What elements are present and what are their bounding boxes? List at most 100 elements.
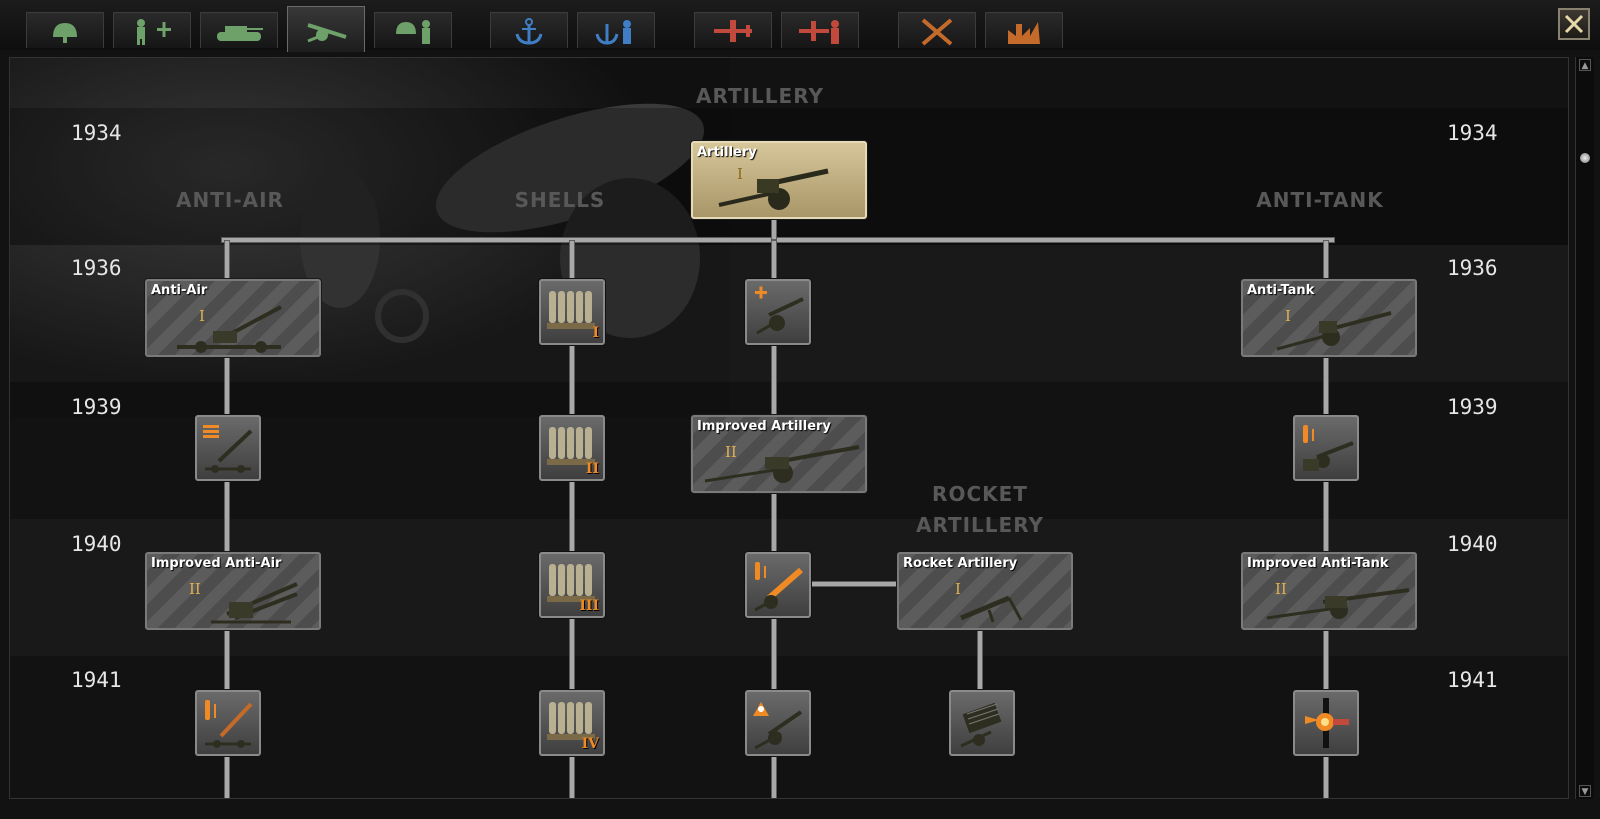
year-label: 1934 bbox=[1447, 121, 1498, 145]
year-label: 1940 bbox=[71, 532, 122, 556]
tech-tier: IV bbox=[581, 736, 599, 752]
armor-penetration-icon bbox=[1305, 698, 1349, 748]
cannon-icon bbox=[307, 22, 347, 42]
tech-tier: I bbox=[199, 307, 205, 325]
tech-artillery-crew-upgrade[interactable] bbox=[745, 690, 811, 756]
category-anti-air: ANTI-AIR bbox=[176, 188, 284, 212]
tab-armor[interactable] bbox=[200, 12, 278, 48]
tech-artillery[interactable]: Artillery I bbox=[691, 141, 867, 219]
tab-naval[interactable] bbox=[490, 12, 568, 48]
tab-industry[interactable] bbox=[985, 12, 1063, 48]
tech-tier: I bbox=[592, 325, 599, 341]
tools-icon bbox=[921, 17, 953, 46]
vertical-scrollbar[interactable]: ▲ ▼ bbox=[1575, 57, 1594, 799]
tab-naval-doctrine[interactable] bbox=[577, 12, 655, 48]
tech-title: Anti-Tank bbox=[1247, 283, 1315, 298]
tech-title: Rocket Artillery bbox=[903, 556, 1018, 571]
improved-howitzer-icon bbox=[704, 445, 860, 483]
anchor-officer-icon bbox=[595, 19, 631, 45]
tech-shells-1[interactable]: I bbox=[539, 279, 605, 345]
shells-icon bbox=[547, 702, 595, 740]
plane-icon bbox=[714, 19, 752, 42]
anti-tank-upgrade-icon bbox=[1303, 425, 1354, 471]
year-label: 1939 bbox=[1447, 395, 1498, 419]
tech-title: Improved Artillery bbox=[697, 419, 831, 434]
tech-title: Improved Anti-Air bbox=[151, 556, 282, 571]
tech-anti-air[interactable]: Anti-Air I bbox=[145, 279, 321, 357]
tech-tier: II bbox=[189, 580, 201, 598]
tree-title: ARTILLERY bbox=[695, 84, 824, 108]
tech-tier: III bbox=[579, 598, 599, 614]
tech-anti-air-upgrade[interactable] bbox=[195, 415, 261, 481]
anti-tank-gun-icon bbox=[1276, 311, 1392, 351]
tech-artillery-upgrade[interactable] bbox=[745, 279, 811, 345]
artillery-upgrade-icon bbox=[755, 286, 804, 335]
scroll-down-arrow-icon[interactable]: ▼ bbox=[1579, 785, 1591, 797]
tech-shells-4[interactable]: IV bbox=[539, 690, 605, 756]
tech-anti-tank-upgrade[interactable] bbox=[1293, 415, 1359, 481]
category-anti-tank: ANTI-TANK bbox=[1256, 188, 1384, 212]
rocket-launcher-icon bbox=[960, 595, 1023, 623]
tech-rocket-artillery-upgrade[interactable] bbox=[949, 690, 1015, 756]
tech-rocket-artillery[interactable]: Rocket Artillery I bbox=[897, 552, 1073, 630]
tech-improved-artillery[interactable]: Improved Artillery II bbox=[691, 415, 867, 493]
connector-line bbox=[569, 240, 575, 798]
year-label: 1939 bbox=[71, 395, 122, 419]
tech-title: Anti-Air bbox=[151, 283, 208, 298]
tech-anti-tank-penetration-upgrade[interactable] bbox=[1293, 690, 1359, 756]
connector-line bbox=[771, 218, 777, 240]
artillery-crew-upgrade-icon bbox=[753, 702, 803, 750]
shells-icon bbox=[547, 291, 595, 329]
connector-line bbox=[771, 240, 777, 798]
year-label: 1940 bbox=[1447, 532, 1498, 556]
tech-shells-3[interactable]: III bbox=[539, 552, 605, 618]
tab-support[interactable] bbox=[113, 12, 191, 48]
year-label: 1934 bbox=[71, 121, 122, 145]
shells-icon bbox=[547, 564, 595, 602]
year-label: 1936 bbox=[1447, 256, 1498, 280]
rocket-launcher-upgrade-icon bbox=[960, 702, 1002, 748]
anti-air-upgrade-icon bbox=[203, 425, 253, 473]
tech-improved-anti-air[interactable]: Improved Anti-Air II bbox=[145, 552, 321, 630]
tech-artillery-ammo-upgrade[interactable] bbox=[745, 552, 811, 618]
tech-shells-2[interactable]: II bbox=[539, 415, 605, 481]
improved-anti-air-gun-icon bbox=[211, 582, 298, 624]
tech-tier: I bbox=[1285, 307, 1291, 325]
year-label: 1936 bbox=[71, 256, 122, 280]
tech-tier: I bbox=[955, 580, 961, 598]
tech-title: Improved Anti-Tank bbox=[1247, 556, 1389, 571]
tank-icon bbox=[217, 25, 263, 41]
category-rocket-artillery-line2: ARTILLERY bbox=[915, 513, 1044, 537]
tab-engineering[interactable] bbox=[898, 12, 976, 48]
tech-tree-panel: ARTILLERY ANTI-AIR SHELLS ANTI-TANK ROCK… bbox=[9, 57, 1569, 799]
category-rocket-artillery-line1: ROCKET bbox=[932, 482, 1028, 506]
tech-tier: I bbox=[737, 165, 743, 183]
tab-air-doctrine[interactable] bbox=[781, 12, 859, 48]
tech-tier: II bbox=[585, 461, 599, 477]
factory-icon bbox=[1008, 21, 1040, 44]
tech-tier: II bbox=[725, 443, 737, 461]
close-button[interactable] bbox=[1558, 8, 1590, 40]
tab-land-doctrine[interactable] bbox=[374, 12, 452, 48]
tech-improved-anti-tank[interactable]: Improved Anti-Tank II bbox=[1241, 552, 1417, 630]
scroll-thumb[interactable] bbox=[1580, 153, 1590, 163]
scroll-up-arrow-icon[interactable]: ▲ bbox=[1579, 59, 1591, 71]
artillery-ammo-upgrade-icon bbox=[754, 562, 803, 612]
category-tab-bar bbox=[0, 0, 1600, 52]
connector-line bbox=[221, 237, 1335, 243]
year-label: 1941 bbox=[1447, 668, 1498, 692]
tech-anti-air-ammo-upgrade[interactable] bbox=[195, 690, 261, 756]
plane-officer-icon bbox=[799, 19, 839, 44]
tab-infantry[interactable] bbox=[26, 12, 104, 48]
soldier-plus-icon bbox=[137, 18, 171, 45]
helmet-icon bbox=[53, 22, 77, 43]
anti-air-ammo-upgrade-icon bbox=[205, 700, 253, 748]
officer-icon bbox=[396, 19, 430, 44]
howitzer-icon bbox=[718, 168, 829, 210]
shells-icon bbox=[547, 427, 595, 465]
tech-anti-tank[interactable]: Anti-Tank I bbox=[1241, 279, 1417, 357]
tab-artillery[interactable] bbox=[287, 6, 365, 52]
tech-tier: II bbox=[1275, 580, 1287, 598]
tab-air[interactable] bbox=[694, 12, 772, 48]
